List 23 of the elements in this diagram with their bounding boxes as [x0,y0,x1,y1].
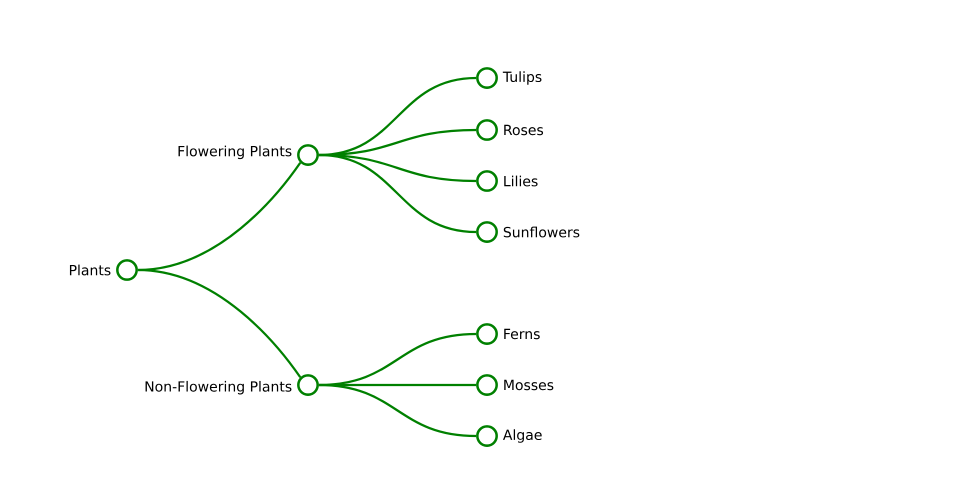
node-label: Flowering Plants [178,146,292,160]
tree-node: Tulips [476,67,542,89]
tree-node: Lilies [476,170,538,192]
tree-node: Flowering Plants [178,144,319,166]
node-label: Non-Flowering Plants [146,380,292,394]
node-label: Mosses [504,380,554,390]
node-label: Roses [504,124,544,136]
node-label: Ferns [504,328,540,340]
tree-node: Ferns [476,323,540,345]
node-label: Lilies [504,176,538,186]
tree-node: Roses [476,119,544,141]
connector [138,268,302,378]
node-label: Tulips [502,71,542,85]
node-label: Sunflowers [504,226,580,238]
tree-node: Mosses [476,374,554,396]
connector [318,154,476,234]
connector [318,384,476,438]
node-label: Algae [502,429,542,443]
tree-node: Plants [70,259,138,281]
tree-node: Algae [476,425,542,447]
node-label: Plants [70,264,110,276]
tree-node: Sunflowers [476,221,580,243]
tree-node: Non-Flowering Plants [146,374,319,396]
